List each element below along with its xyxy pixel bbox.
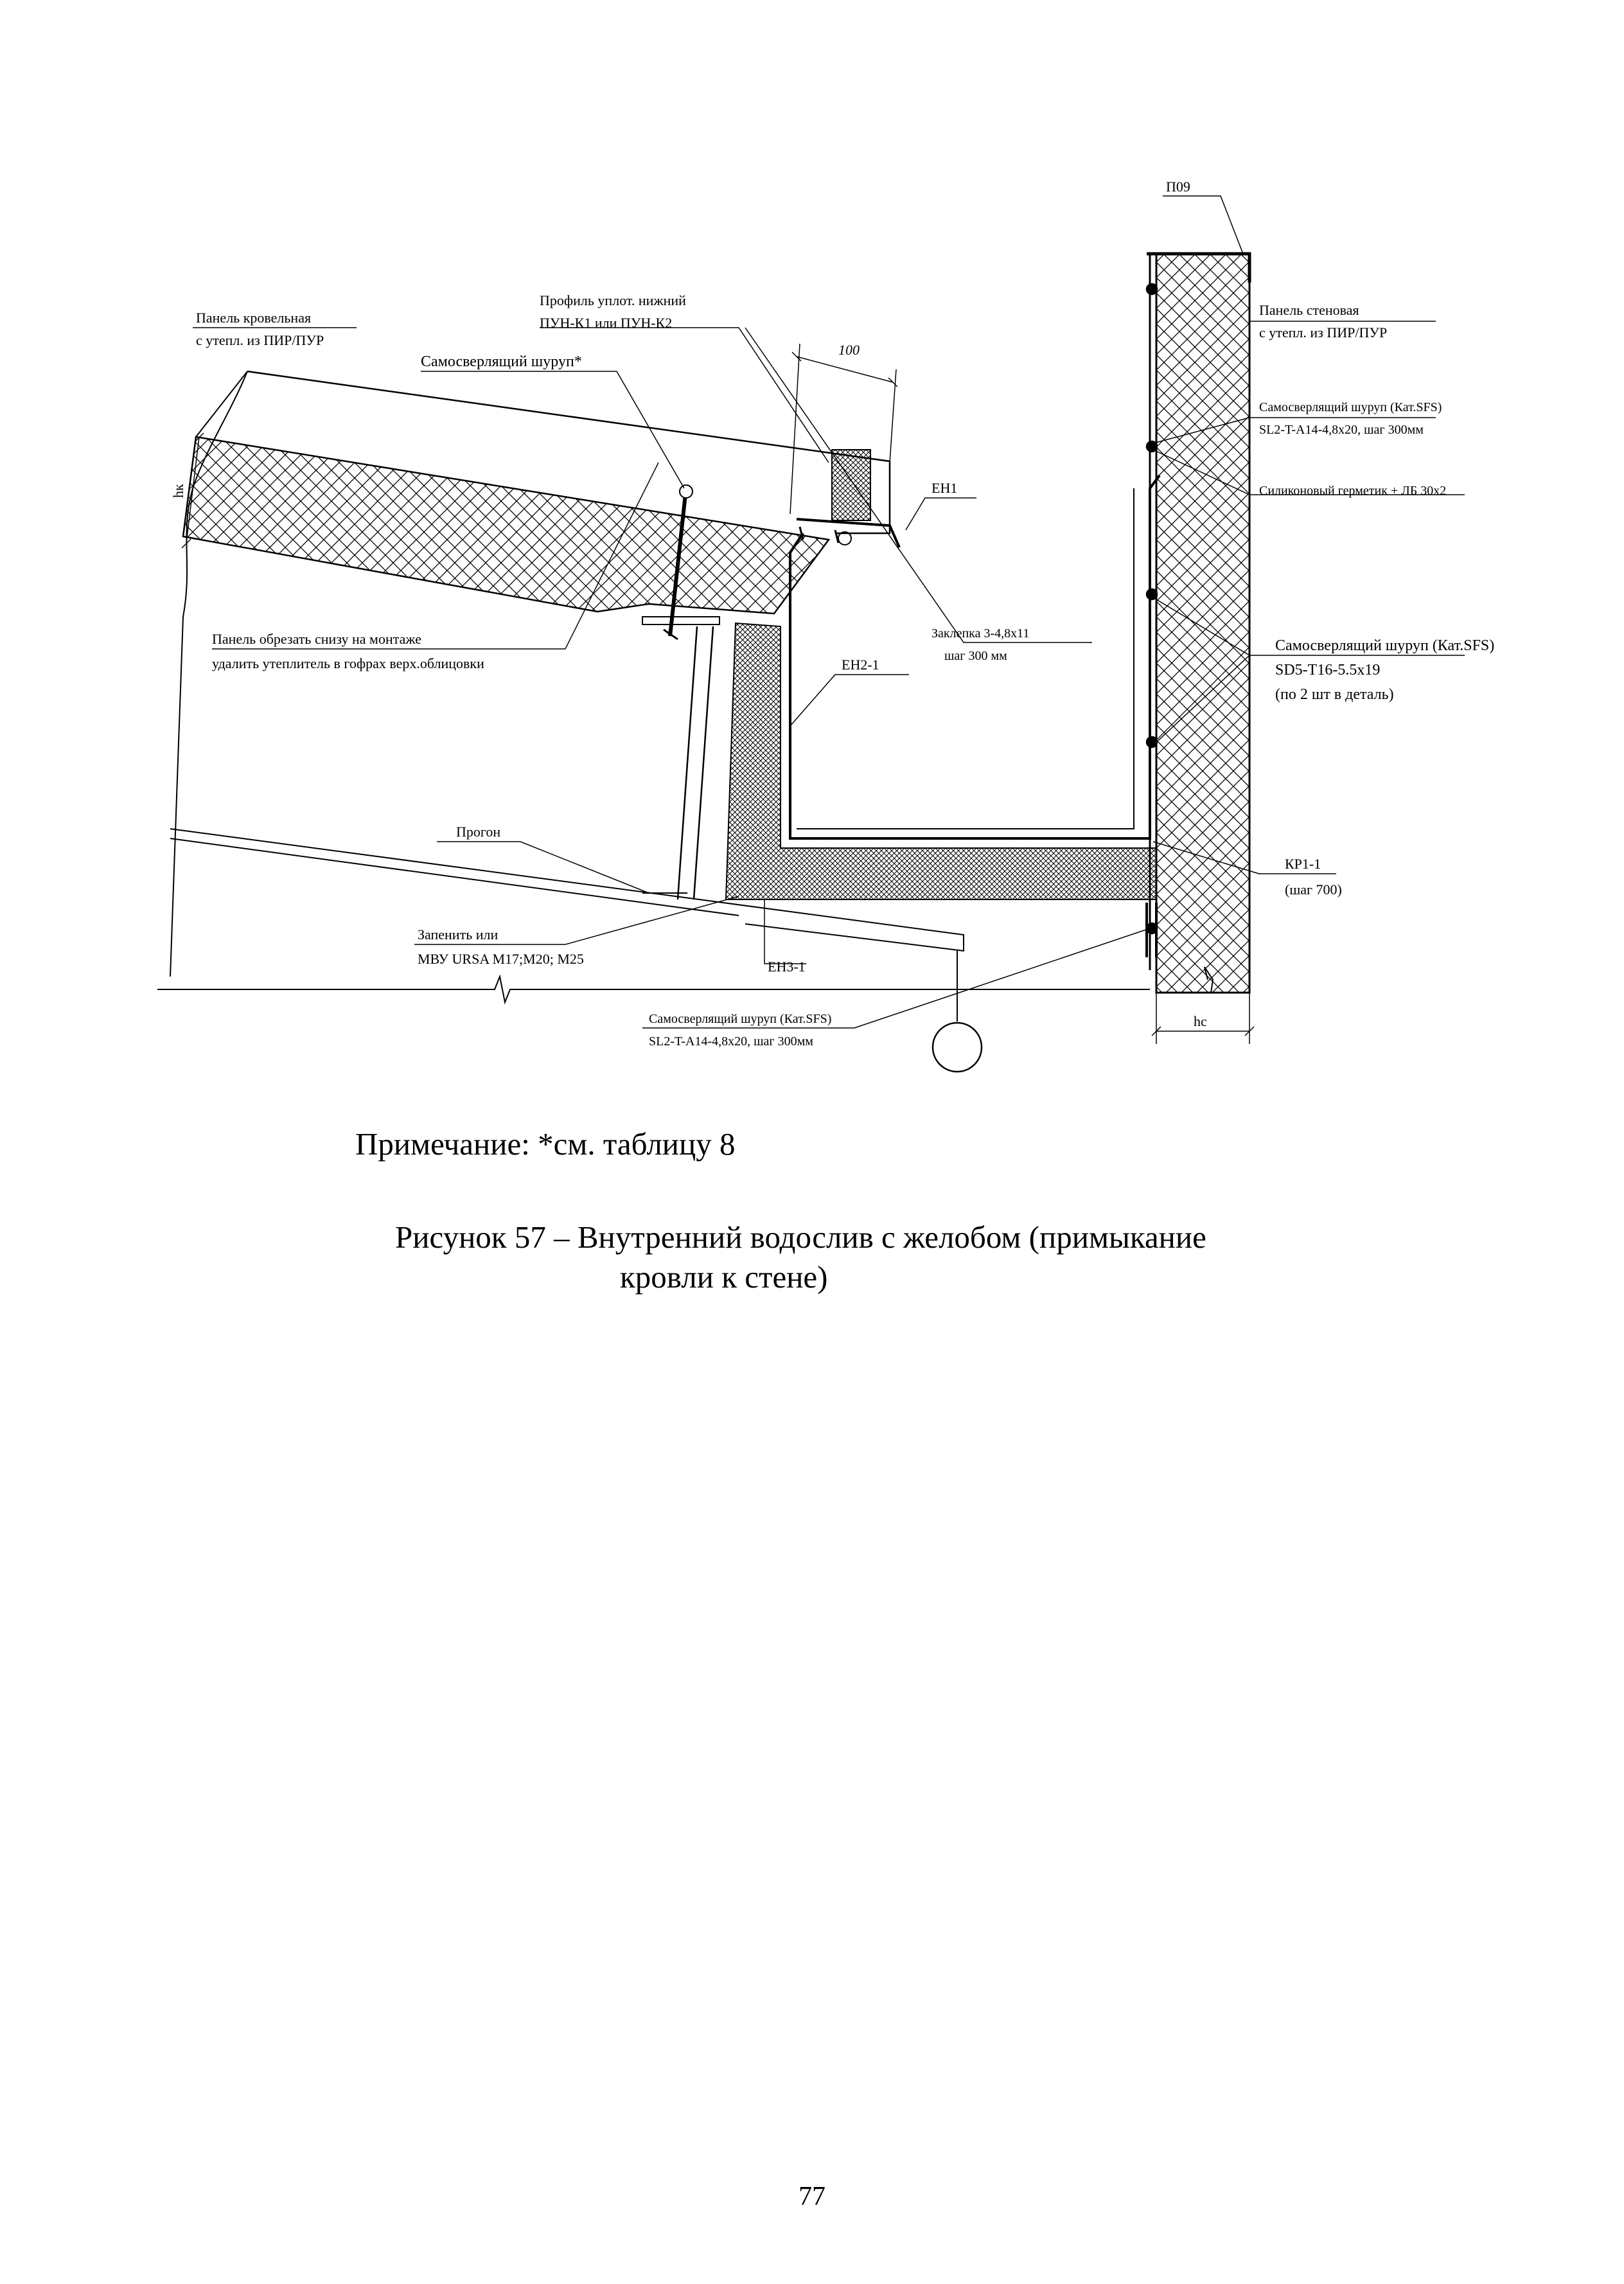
leader-lines <box>193 195 1465 1029</box>
label-rivet-1: Заклепка 3-4,8x11 <box>931 626 1029 641</box>
figure-caption: Рисунок 57 – Внутренний водослив с желоб… <box>395 1217 1423 1297</box>
label-screw-bot-1: Самосверлящий шуруп (Кат.SFS) <box>649 1012 831 1026</box>
baseline <box>157 974 1150 1005</box>
axis-marker <box>931 951 983 1073</box>
label-screw-mid-2: SD5-T16-5.5x19 <box>1275 662 1380 678</box>
label-purlin: Прогон <box>456 824 500 840</box>
wall-panel <box>1145 252 1251 994</box>
label-rivet-2: шаг 300 мм <box>944 649 1007 663</box>
label-screw-top-2: SL2-T-A14-4,8x20, шаг 300мм <box>1259 423 1424 437</box>
label-screw-top-1: Самосверлящий шуруп (Кат.SFS) <box>1259 400 1442 414</box>
label-seal-profile-2: ПУН-К1 или ПУН-К2 <box>540 315 672 331</box>
label-kp1-2: (шаг 700) <box>1285 881 1342 898</box>
page-number: 77 <box>799 2182 825 2211</box>
label-foam-1: Запенить или <box>418 926 498 943</box>
roof-screw <box>663 484 693 641</box>
label-kp1-1: КР1-1 <box>1285 856 1321 872</box>
label-screw-mid-3: (по 2 шт в деталь) <box>1275 686 1394 703</box>
footnote: Примечание: *см. таблицу 8 <box>355 1126 736 1162</box>
gutter-eh2 <box>789 474 1161 840</box>
dimension-100 <box>790 343 898 515</box>
dimension-hk <box>181 432 204 549</box>
label-cut-2: удалить утеплитель в гофрах верх.облицов… <box>212 655 484 671</box>
rivet <box>838 531 852 545</box>
label-p09: П09 <box>1166 179 1190 195</box>
label-cut-1: Панель обрезать снизу на монтаже <box>212 631 421 647</box>
dimension-hc <box>1151 989 1255 1044</box>
label-wall-panel-1: Панель стеновая <box>1259 302 1359 318</box>
label-foam-2: МВУ URSA М17;М20; М25 <box>418 951 584 967</box>
label-wall-panel-2: с утепл. из ПИР/ПУР <box>1259 324 1387 341</box>
label-screw-star: Самосверлящий шуруп* <box>421 353 582 370</box>
purlin-support <box>642 616 720 900</box>
label-roof-panel-2: с утепл. из ПИР/ПУР <box>196 332 324 348</box>
caption-line-1: Рисунок 57 – Внутренний водослив с желоб… <box>395 1219 1206 1255</box>
label-hk: hк <box>170 484 186 498</box>
eh1-flashing <box>796 518 901 548</box>
label-roof-panel-1: Панель кровельная <box>196 310 311 326</box>
drawing-labels: П09 Панель кровельная с утепл. из ПИР/ПУ… <box>170 179 1494 1049</box>
caption-line-2: кровли к стене) <box>620 1259 828 1295</box>
label-screw-bot-2: SL2-T-A14-4,8x20, шаг 300мм <box>649 1034 813 1049</box>
label-eh1: ЕН1 <box>931 480 957 496</box>
label-screw-mid-1: Самосверлящий шуруп (Кат.SFS) <box>1275 637 1494 654</box>
label-hc: hc <box>1194 1013 1207 1029</box>
label-eh2: ЕН2-1 <box>842 657 879 673</box>
technical-drawing: П09 Панель кровельная с утепл. из ПИР/ПУ… <box>157 179 1494 1073</box>
purlin-beam <box>170 828 964 952</box>
label-sealant: Силиконовый герметик + ЛБ 30x2 <box>1259 484 1446 498</box>
label-dim-100: 100 <box>838 342 860 358</box>
label-eh3: ЕН3-1 <box>768 959 806 975</box>
label-seal-profile-1: Профиль уплот. нижний <box>540 292 686 308</box>
